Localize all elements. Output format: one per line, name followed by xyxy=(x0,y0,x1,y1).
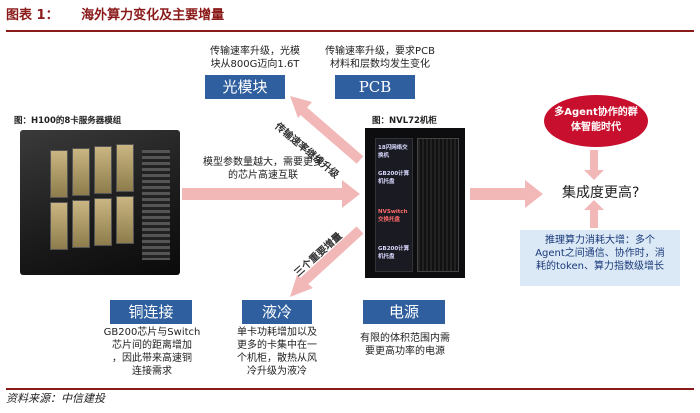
optical-module-box: 光模块 xyxy=(205,75,285,99)
liquid-cooling-box: 液冷 xyxy=(242,300,312,324)
figure-label: 图表 1： xyxy=(6,8,59,23)
figure-title-bar: 图表 1： 海外算力变化及主要增量 xyxy=(6,4,694,32)
copper-desc: GB200芯片与Switch 芯片间的距离增加 ，因此带来高速铜 连接需求 xyxy=(92,326,212,378)
copper-connection-box: 铜连接 xyxy=(110,300,192,324)
result-arrow xyxy=(470,180,543,208)
gpu-module-2 xyxy=(72,148,90,196)
source-note: 资料来源：中信建投 xyxy=(6,388,694,410)
pcb-box: PCB xyxy=(335,75,415,99)
optical-desc-line2: 块从800G迈向1.6T xyxy=(210,59,300,70)
copper-desc-line4: 连接需求 xyxy=(132,366,172,377)
agent-down-arrow xyxy=(584,150,604,180)
rack-label-3: NVSwitch交换托盘 xyxy=(378,209,408,223)
gpu-module-5 xyxy=(50,202,68,250)
agent-oval: 多Agent协作的群 体智能时代 xyxy=(544,95,648,147)
agent-up-arrow xyxy=(584,200,604,228)
optical-module-desc: 传输速率升级，光模 块从800G迈向1.6T xyxy=(185,45,325,71)
rack-caption: 图：NVL72机柜 xyxy=(372,116,437,126)
gpu-module-7 xyxy=(94,198,112,246)
pcb-desc-line2: 材料和层数均发生变化 xyxy=(330,59,430,70)
power-supply-box: 电源 xyxy=(363,300,445,324)
middle-text: 模型参数量越大，需要更多 的芯片高速互联 xyxy=(188,156,338,182)
pcb-desc-line1: 传输速率升级，要求PCB xyxy=(325,46,435,57)
figure-title: 海外算力变化及主要增量 xyxy=(81,8,225,23)
agent-inference-box: 推理算力消耗大增：多个 Agent之间通信、协作时，消 耗的token、算力指数… xyxy=(520,230,680,286)
middle-text-line1: 模型参数量越大，需要更多 xyxy=(203,157,323,168)
server-caption: 图：H100的8卡服务器模组 xyxy=(14,116,122,126)
liquid-desc-line4: 冷升级为液冷 xyxy=(247,366,307,377)
liquid-desc-line3: 个机柜，散热从风 xyxy=(237,353,317,364)
power-desc: 有限的体积范围内需 要更高功率的电源 xyxy=(340,332,470,358)
h100-server-image xyxy=(20,130,180,275)
gpu-module-8 xyxy=(116,196,134,244)
agent-oval-line2: 体智能时代 xyxy=(571,122,621,133)
copper-desc-line3: ，因此带来高速铜 xyxy=(112,353,192,364)
middle-arrow xyxy=(182,180,360,208)
server-fan-block xyxy=(142,150,170,260)
optical-desc-line1: 传输速率升级，光模 xyxy=(210,46,300,57)
rack-door xyxy=(417,138,459,272)
agent-box-line3: 耗的token、算力指数级增长 xyxy=(536,261,664,272)
nvl72-rack-image: 18闪网络交换机 GB200计算机托盘 NVSwitch交换托盘 GB200计算… xyxy=(365,128,465,278)
liquid-desc: 单卡功耗增加以及 更多的卡集中在一 个机柜，散热从风 冷升级为液冷 xyxy=(222,326,332,378)
agent-box-line2: Agent之间通信、协作时，消 xyxy=(535,248,665,259)
rack-inner-panel: 18闪网络交换机 GB200计算机托盘 NVSwitch交换托盘 GB200计算… xyxy=(375,138,413,272)
rack-label-4: GB200计算机托盘 xyxy=(378,246,410,260)
agent-oval-line1: 多Agent协作的群 xyxy=(554,107,638,118)
gpu-module-1 xyxy=(50,150,68,198)
gpu-module-4 xyxy=(116,144,134,192)
liquid-desc-line1: 单卡功耗增加以及 xyxy=(237,327,317,338)
diag-down-arrow xyxy=(290,226,364,297)
power-desc-line1: 有限的体积范围内需 xyxy=(360,333,450,344)
rack-label-2: GB200计算机托盘 xyxy=(378,171,410,185)
middle-text-line2: 的芯片高速互联 xyxy=(228,170,298,181)
rack-label-1: 18闪网络交换机 xyxy=(378,145,408,159)
gpu-module-3 xyxy=(94,146,112,194)
power-desc-line2: 要更高功率的电源 xyxy=(365,346,445,357)
copper-desc-line1: GB200芯片与Switch xyxy=(103,327,201,338)
gpu-module-6 xyxy=(72,200,90,248)
liquid-desc-line2: 更多的卡集中在一 xyxy=(237,340,317,351)
agent-box-line1: 推理算力消耗大增：多个 xyxy=(545,235,655,246)
copper-desc-line2: 芯片间的距离增加 xyxy=(112,340,192,351)
integration-result: 集成度更高? xyxy=(562,185,640,201)
diag-up-arrow xyxy=(290,96,364,164)
pcb-desc: 传输速率升级，要求PCB 材料和层数均发生变化 xyxy=(315,45,445,71)
